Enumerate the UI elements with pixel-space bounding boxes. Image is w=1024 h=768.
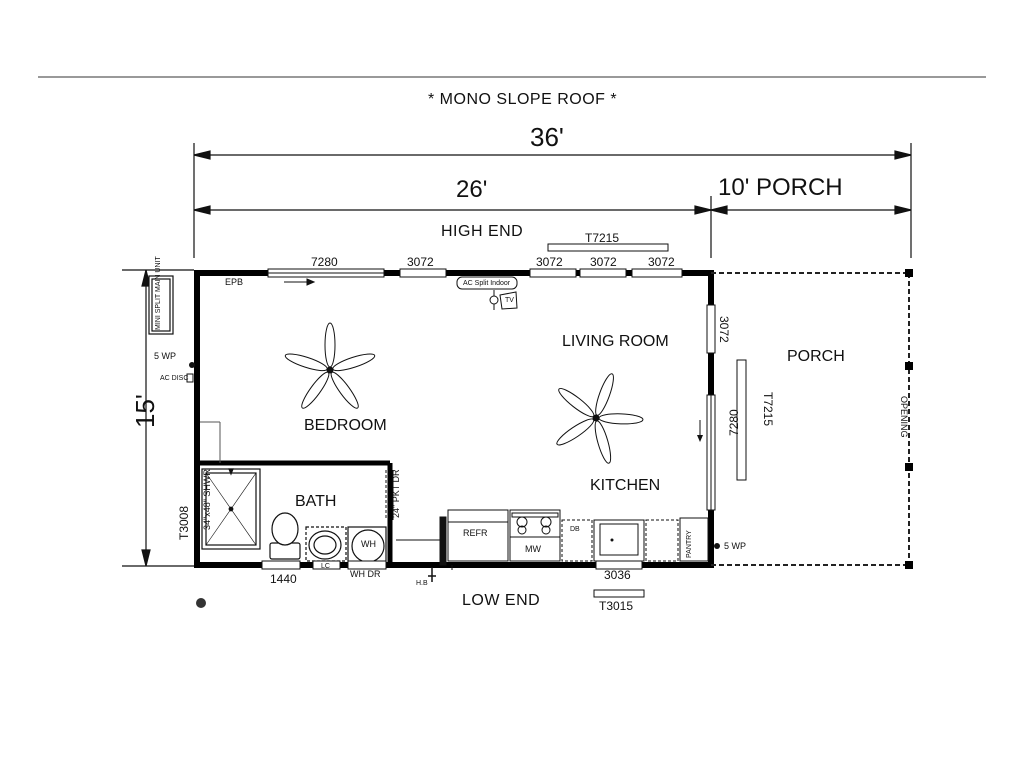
pantry-label: PANTRY [686,530,693,558]
dim-26 [193,196,712,258]
window-kitchen-bottom: 3036 [604,568,631,582]
depth-label: 15' [130,394,160,428]
refr-label: REFR [463,528,488,538]
ac-disc-label: AC DISC [160,375,189,382]
wp-left-label: 5 WP [154,351,177,361]
main-width-label: 26' [456,176,488,203]
porch-label: PORCH [787,348,845,365]
top-windows [267,243,683,278]
window-top-3072-a: 3072 [407,255,434,269]
ac-split-indoor [456,276,518,290]
porch-width-label: 10' PORCH [718,174,843,201]
ac-split-label: AC Split Indoor [463,280,511,287]
mini-split-unit [148,275,174,335]
dim-porch [710,205,912,215]
ceiling-fan-living [556,373,644,464]
closet-notch [200,421,221,463]
hose-bib [428,567,436,582]
window-kitchen-transom: T3015 [599,599,634,613]
wp-right-label: 5 WP [724,541,747,551]
toilet [269,512,301,560]
slider-arrow [284,278,316,286]
window-top-3072-d: 3072 [648,255,675,269]
mw-label: MW [525,544,541,554]
low-end-label: LOW END [462,592,541,609]
window-top-3072-b: 3072 [536,255,563,269]
tv-symbol [489,290,518,310]
window-porch-transom: T7215 [761,392,775,427]
lc-label: LC [321,563,330,570]
epb-label: EPB [225,277,244,287]
bath-label: BATH [295,493,337,510]
window-right-7280: 7280 [727,409,741,436]
window-bath-bottom: 1440 [270,572,297,586]
bottom-windows [261,560,645,598]
vanity [305,526,347,562]
overall-width-label: 36' [530,122,564,152]
water-heater [347,526,387,564]
porch-posts [905,269,913,569]
window-right-3072: 3072 [717,316,731,343]
kitchen-counter [396,509,709,566]
mini-split-label: MINI SPLIT MAIN UNIT [155,256,162,330]
dim-15 [122,269,194,567]
window-top-3072-c: 3072 [590,255,617,269]
receptacles [186,362,720,608]
window-top-7280: 7280 [311,255,338,269]
ceiling-fan-bedroom [284,322,376,409]
porch-outline [711,272,910,566]
dim-36 [193,143,912,258]
window-transom-top: T7215 [585,231,620,245]
right-windows [697,304,747,511]
tv-label: TV [505,297,514,304]
bath-walls [197,460,393,565]
high-end-label: HIGH END [441,223,524,240]
hb-label: H.B [416,580,428,587]
kitchen-label: KITCHEN [590,477,661,494]
wh-label: WH [361,539,376,549]
opening-label: OPENING [899,396,909,438]
pocket-door [385,470,394,520]
db-label: DB [570,526,580,533]
shower-label: 34"x48" SHWR [202,469,212,530]
roof-note: * MONO SLOPE ROOF * [428,91,618,108]
pocket-door-label: 24" PKT DR [391,469,401,518]
wh-dr-label: WH DR [350,569,381,579]
window-bath-left: T3008 [177,505,191,540]
bedroom-label: BEDROOM [304,417,387,434]
shower [201,468,261,550]
stove-burners [511,512,559,535]
living-room-label: LIVING ROOM [562,333,669,350]
sink-faucet [610,538,614,542]
